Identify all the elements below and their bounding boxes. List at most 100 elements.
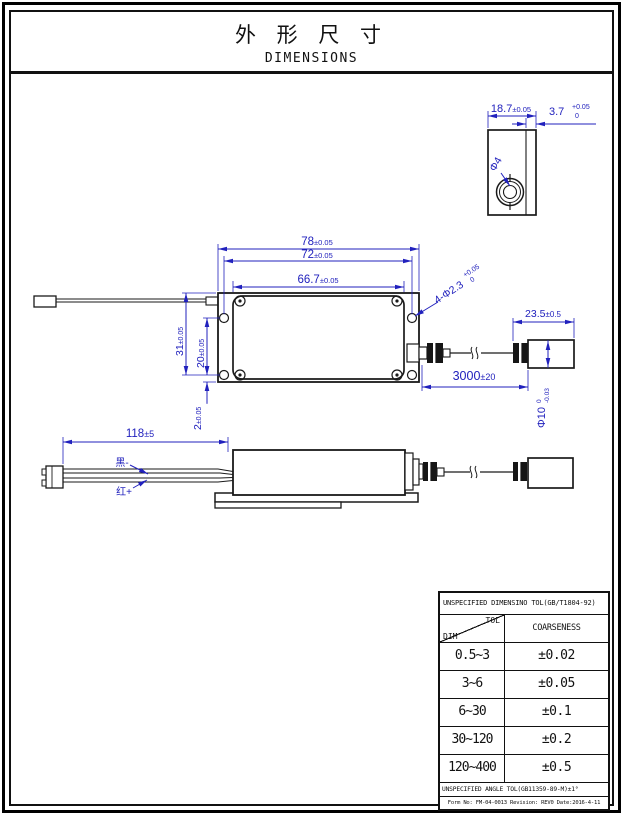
screw [234, 295, 246, 307]
tolerance-row: 120~400 ±0.5 [440, 755, 608, 783]
knurl-highlight [428, 462, 431, 481]
tolerance-row: 30~120 ±0.2 [440, 727, 608, 755]
corner-holes-leader [414, 301, 439, 317]
dim-20-group: 20±0.05 [195, 339, 207, 368]
connector-housing [45, 465, 64, 489]
dim-3-7-tol-minus: 0 [575, 113, 579, 120]
dim-phi10: Φ10 [536, 407, 548, 428]
screw-center [395, 299, 399, 303]
lid-screws [234, 295, 403, 381]
fiber-assembly-side [404, 452, 574, 491]
tol-value: ±0.5 [541, 760, 572, 775]
phi4-leader [500, 172, 511, 187]
fiber-assembly-top [406, 339, 575, 369]
dim-phi10-tol-lower: -0.03 [544, 388, 551, 403]
ferrule [436, 467, 445, 477]
mounting-hole [406, 369, 418, 381]
end-view: 18.7±0.05 3.7 +0.05 0 Φ4 [487, 103, 596, 216]
side-view: 118±5 黑- 红+ [41, 428, 574, 509]
tolerance-table-header: TOL DIM COARSENESS [440, 615, 608, 643]
screw [391, 295, 403, 307]
knurl-highlight [519, 343, 522, 363]
end-view-body [487, 129, 537, 216]
dim-72: 72±0.05 [301, 249, 333, 261]
connector-flange [404, 452, 414, 491]
screw-center [238, 299, 242, 303]
drawing-frame [9, 10, 614, 806]
cable-break-symbol [469, 465, 478, 479]
red-wire-leader [132, 479, 148, 489]
dim-3-7-tol-plus: +0.05 [572, 104, 590, 111]
fiber-end-cap [527, 339, 575, 369]
connector-neck [418, 346, 428, 360]
left-wires [56, 298, 206, 303]
screw [391, 369, 403, 381]
dim-18-7: 18.7±0.05 [491, 103, 531, 115]
tolerance-row: 0.5~3 ±0.02 [440, 643, 608, 671]
dim-range: 6~30 [440, 699, 505, 726]
module-body-top [217, 292, 420, 383]
tolerance-row: 3~6 ±0.05 [440, 671, 608, 699]
dim-2-group: 2±0.05 [192, 407, 204, 430]
tol-dim-header-cell: TOL DIM [440, 615, 505, 642]
black-wire-leader [129, 464, 149, 475]
wire-entry-stub [205, 296, 219, 306]
dim-31-group: 31±0.05 [174, 327, 186, 356]
knurl-highlight [433, 343, 436, 363]
ferrule [442, 348, 451, 358]
header-coarseness-label: COARSENESS [532, 623, 581, 633]
header-dim-label: DIM [443, 632, 458, 641]
screw [234, 369, 246, 381]
corner-holes-callout: 4-Φ2.3 +0.05 0 [432, 264, 481, 307]
knurl-highlight [518, 462, 521, 481]
dim-phi10-group: Φ10 0 -0.03 [536, 388, 551, 428]
header-tol-label: TOL [485, 616, 500, 625]
tol-value: ±0.02 [538, 648, 575, 663]
module-body-side [232, 449, 406, 496]
connector-tab [41, 479, 47, 487]
screw-center [238, 373, 242, 377]
dim-66-7: 66.7±0.05 [297, 274, 338, 286]
tolerance-table-title: UNSPECIFIED DIMENSINO TOL(GB/T1804-92) [440, 593, 608, 615]
left-dims-extension-lines [182, 292, 220, 404]
module-lid [232, 295, 405, 380]
mounting-holes [218, 312, 418, 381]
dim-range: 3~6 [440, 671, 505, 698]
title-block: 外 形 尺 寸 DIMENSIONS [11, 12, 612, 74]
tol-value: ±0.2 [541, 732, 572, 747]
connector-flange [406, 343, 420, 363]
fiber-end-cap [527, 457, 574, 489]
dim-20: 20±0.05 [195, 339, 207, 368]
top-dims-extension-lines [217, 244, 420, 314]
form-number-note: Form No: FM-04-0013 Revision: REV0 Date:… [447, 800, 601, 806]
power-wires [63, 468, 234, 483]
dim-range: 0.5~3 [440, 643, 505, 670]
electrical-connector [41, 465, 64, 489]
top-view: 78±0.05 72±0.05 66.7±0.05 4-Φ2.3 +0.05 0… [33, 236, 575, 430]
base-plate-foot [214, 501, 342, 509]
tol-value: ±0.05 [538, 676, 575, 691]
drawing-title-en: DIMENSIONS [264, 51, 359, 66]
tolerance-row: 6~30 ±0.1 [440, 699, 608, 727]
dim-118: 118±5 [126, 428, 154, 440]
dim-phi10-tol-upper: 0 [536, 399, 543, 403]
tolerance-table: UNSPECIFIED DIMENSINO TOL(GB/T1804-92) T… [438, 591, 610, 811]
dim-3000: 3000±20 [453, 369, 496, 383]
drawing-title-zh: 外 形 尺 寸 [234, 23, 389, 47]
connector-tip [418, 463, 424, 480]
dim-3-7: 3.7 [549, 106, 564, 118]
angle-tolerance-note: UNSPECIFIED ANGLE TOL(GB11359-89-M)±1° [440, 783, 608, 797]
tol-value: ±0.1 [541, 704, 572, 719]
dim-23-5: 23.5±0.5 [525, 308, 562, 320]
dim-range: 120~400 [440, 755, 505, 782]
screw-center [395, 373, 399, 377]
fiber-port-mid [499, 181, 521, 203]
wire-label-black: 黑- [115, 457, 128, 469]
connector-neck [412, 458, 420, 486]
dim-78: 78±0.05 [301, 236, 333, 248]
side-dims-extension-lines [62, 437, 229, 464]
connector-tab [41, 468, 47, 476]
wire-label-red: 红+ [116, 485, 132, 498]
